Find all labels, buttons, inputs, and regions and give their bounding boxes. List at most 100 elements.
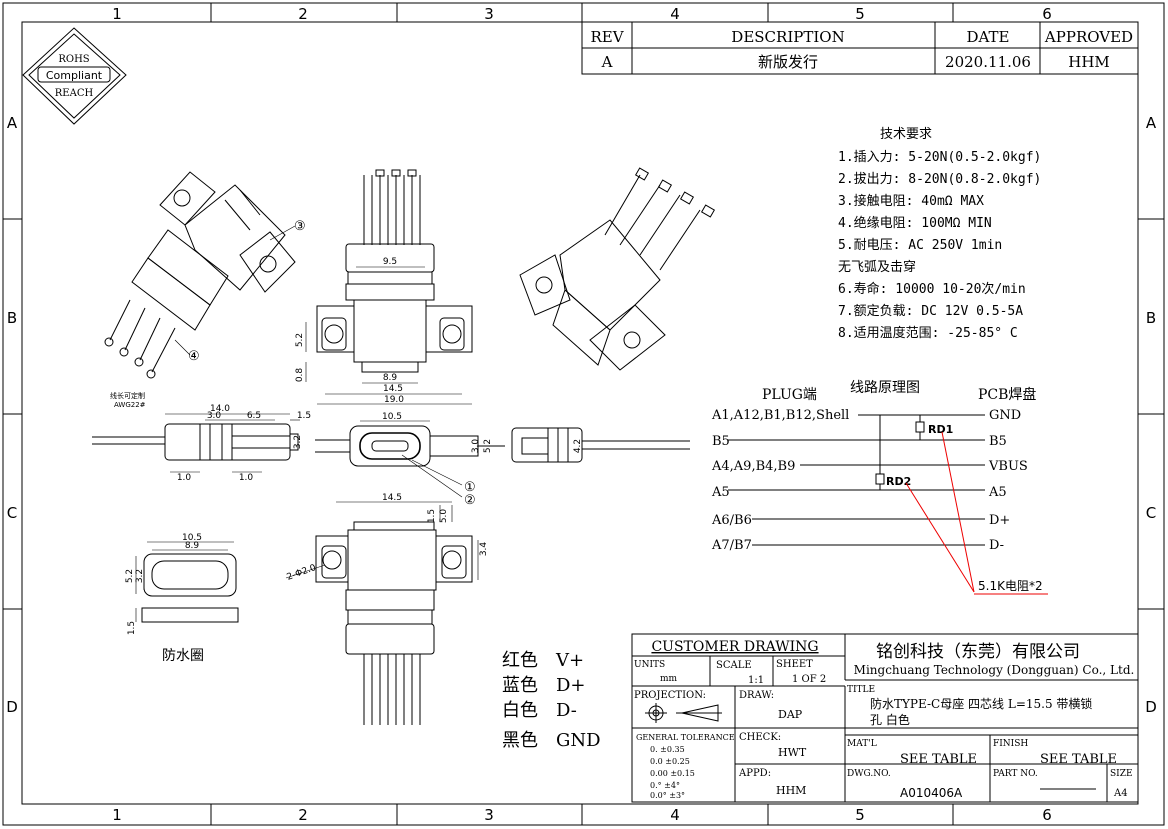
dim-label: 3.0 <box>207 411 222 421</box>
size-label: SIZE <box>1110 769 1133 779</box>
pin-right: VBUS <box>988 459 1028 474</box>
dwg-label: DWG.NO. <box>847 769 891 779</box>
compliant-text: Compliant <box>46 69 103 82</box>
isometric-view-right <box>519 167 716 371</box>
dim-label: 5.0 <box>439 509 449 524</box>
pin-right: D+ <box>989 513 1010 528</box>
pin-left: A7/B7 <box>711 538 752 553</box>
dim-label: 6.5 <box>247 411 261 421</box>
units-value: mm <box>660 674 678 684</box>
tolerance-row: 0.0 ±0.25 <box>650 757 690 766</box>
finish-value: SEE TABLE <box>1040 752 1117 767</box>
tech-item: 7.额定负载: DC 12V 0.5-5A <box>838 304 1023 319</box>
dim-label: 1.0 <box>177 473 192 483</box>
pin-left: A1,A12,B1,B12,Shell <box>711 408 849 423</box>
dim-label: 10.5 <box>182 533 202 543</box>
pin-left: A5 <box>711 485 730 500</box>
col-label-4: 4 <box>670 5 680 23</box>
col-label-2: 2 <box>298 5 308 23</box>
legend-signal: D+ <box>556 675 586 696</box>
tech-item: 6.寿命: 10000 10-20次/min <box>838 281 1026 297</box>
dwg-value: A010406A <box>900 786 963 800</box>
col-label-6: 6 <box>1042 5 1052 23</box>
circuit-title: 线路原理图 <box>850 380 920 396</box>
dim-label: 8.9 <box>383 373 398 383</box>
approved-header: APPROVED <box>1044 28 1133 46</box>
legend-signal: GND <box>556 730 601 751</box>
dim-label: 3.2 <box>293 435 303 449</box>
revision-table: REV DESCRIPTION DATE APPROVED A 新版发行 202… <box>581 21 1139 75</box>
dim-label: 5.2 <box>125 569 135 583</box>
wire-note: 线长可定制 <box>110 391 145 400</box>
title-line2: 孔 白色 <box>870 712 910 727</box>
row-label-c-right: C <box>1146 504 1156 522</box>
col-label-3-bottom: 3 <box>484 806 494 824</box>
projection-label: PROJECTION: <box>634 690 706 701</box>
dim-label: 0.8 <box>295 368 305 383</box>
pin-left: A4,A9,B4,B9 <box>711 459 795 474</box>
gasket-view: 10.5 8.9 5.2 3.2 1.5 防水圈 <box>125 533 239 664</box>
tolerance-row: 0.0° ±3° <box>650 791 685 800</box>
draw-label: DRAW: <box>739 690 774 701</box>
front-view: 10.5 3.0 5.2 ① ② <box>315 412 505 508</box>
desc-header: DESCRIPTION <box>731 28 844 46</box>
row-label-d-right: D <box>1145 698 1157 716</box>
gasket-label: 防水圈 <box>162 648 204 664</box>
dim-label: 19.0 <box>384 395 404 405</box>
pin-left: B5 <box>712 434 730 449</box>
dim-label: 1.5 <box>297 411 311 421</box>
legend-color: 红色 <box>502 650 538 671</box>
col-label-5: 5 <box>855 5 865 23</box>
dim-label: 8.9 <box>185 541 200 551</box>
company-en: Mingchuang Technology (Dongguan) Co., Lt… <box>854 663 1135 677</box>
pin-right: B5 <box>989 434 1007 449</box>
dim-label: 5.2 <box>483 439 493 453</box>
legend-color: 黑色 <box>502 730 538 751</box>
row-label-d: D <box>6 698 18 716</box>
finish-label: FINISH <box>993 739 1028 749</box>
scale-label: SCALE <box>716 660 752 671</box>
resistor-note: 5.1K电阻*2 <box>978 579 1043 593</box>
title-block: CUSTOMER DRAWING 铭创科技（东莞）有限公司 Mingchuang… <box>631 633 1139 803</box>
scale-value: 1:1 <box>748 675 764 686</box>
dim-label: 14.5 <box>383 384 403 394</box>
pcb-title: PCB焊盘 <box>978 386 1036 403</box>
tolerance-title: GENERAL TOLERANCE <box>636 733 735 742</box>
tech-item: 4.绝缘电阻: 100MΩ MIN <box>838 215 992 231</box>
resistor-rd1: RD1 <box>928 423 953 436</box>
legend-signal: V+ <box>555 650 584 671</box>
matl-value: SEE TABLE <box>900 752 977 767</box>
sheet-label: SHEET <box>776 659 813 670</box>
tech-requirements: 技术要求 1.插入力: 5-20N(0.5-2.0kgf) 2.拔出力: 8-2… <box>838 127 1041 341</box>
part-label: PART NO. <box>993 769 1038 779</box>
callout-4: ④ <box>188 349 200 364</box>
legend-color: 蓝色 <box>502 675 538 696</box>
sheet-value: 1 OF 2 <box>792 674 826 685</box>
tech-item: 5.耐电压: AC 250V 1min <box>838 238 1002 253</box>
tolerance-row: 0.° ±4° <box>650 781 680 790</box>
pin-right: A5 <box>988 485 1007 500</box>
dim-label: 14.0 <box>210 404 230 414</box>
title-label: TITLE <box>847 685 875 695</box>
tolerance-row: 0. ±0.35 <box>650 745 685 754</box>
pin-left: A6/B6 <box>711 513 752 528</box>
tolerance-row: 0.00 ±0.15 <box>650 769 695 778</box>
dim-label: 1.5 <box>427 509 437 523</box>
resistor-rd2: RD2 <box>886 475 911 488</box>
col-label-3: 3 <box>484 5 494 23</box>
col-label-6-bottom: 6 <box>1042 806 1052 824</box>
row-label-c: C <box>7 504 17 522</box>
check-value: HWT <box>778 746 807 759</box>
circuit-schematic: PLUG端 线路原理图 PCB焊盘 A1,A12,B1,B12,Shell B5… <box>711 380 1048 595</box>
appd-value: HHM <box>776 784 806 797</box>
dim-label: 10.5 <box>382 412 402 422</box>
pin-right: GND <box>989 408 1021 423</box>
col-label-5-bottom: 5 <box>855 806 865 824</box>
tech-item: 无飞弧及击穿 <box>838 259 916 275</box>
dim-label: 3.0 <box>471 439 481 454</box>
row-label-a: A <box>7 114 18 132</box>
tech-item: 1.插入力: 5-20N(0.5-2.0kgf) <box>838 150 1041 165</box>
dim-label: 3.4 <box>479 542 489 557</box>
date-header: DATE <box>967 28 1010 46</box>
